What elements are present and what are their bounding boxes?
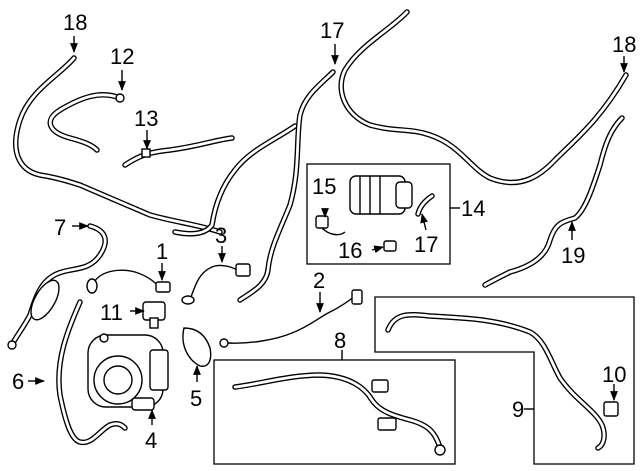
callout-17-box: 17: [414, 232, 438, 257]
pump-4: [87, 333, 169, 411]
callout-4: 4: [145, 428, 157, 453]
callout-12: 12: [110, 44, 134, 69]
callout-18-right: 18: [612, 32, 636, 57]
hose-13: [122, 135, 235, 168]
sensor-11: [142, 301, 166, 329]
callout-8: 8: [334, 328, 346, 353]
callout-13: 13: [134, 106, 158, 131]
callout-14: 14: [461, 196, 485, 221]
hose-19: [482, 115, 625, 288]
hose-9: [385, 312, 607, 451]
callout-11: 11: [100, 300, 123, 325]
group-box-9: [374, 296, 635, 465]
shield-5: [182, 327, 212, 367]
group-box-14: [306, 163, 451, 265]
canister-14: [349, 175, 413, 215]
clip-16: [383, 240, 397, 252]
callout-16: 16: [338, 238, 362, 263]
callout-15: 15: [312, 174, 336, 199]
callout-9: 9: [512, 397, 524, 422]
hose-upper-mid: [172, 123, 298, 237]
hose-17-box: [415, 193, 435, 217]
callout-3: 3: [215, 223, 227, 248]
hose-12: [47, 92, 125, 153]
hose-18-left: [13, 55, 223, 235]
hose-7: [7, 223, 108, 350]
callout-19: 19: [561, 243, 585, 268]
hose-upper-right: [338, 9, 629, 186]
valve-15: [315, 215, 346, 236]
callout-10: 10: [602, 362, 626, 387]
callout-1: 1: [156, 239, 168, 264]
hose-6: [56, 299, 128, 446]
sensor-1: [86, 269, 171, 294]
harness-8: [232, 372, 446, 456]
leader-lines: [28, 36, 628, 425]
callout-2: 2: [313, 268, 325, 293]
callout-5: 5: [190, 386, 202, 411]
sensor-10: [603, 401, 619, 417]
callout-6: 6: [12, 369, 24, 394]
callout-18-left: 18: [63, 10, 87, 35]
callout-17-top: 17: [320, 18, 344, 43]
callout-7: 7: [54, 215, 66, 240]
sensor-3: [181, 263, 251, 305]
sensor-2: [219, 289, 363, 348]
group-box-8: [213, 359, 456, 465]
hose-17-center: [237, 69, 336, 303]
